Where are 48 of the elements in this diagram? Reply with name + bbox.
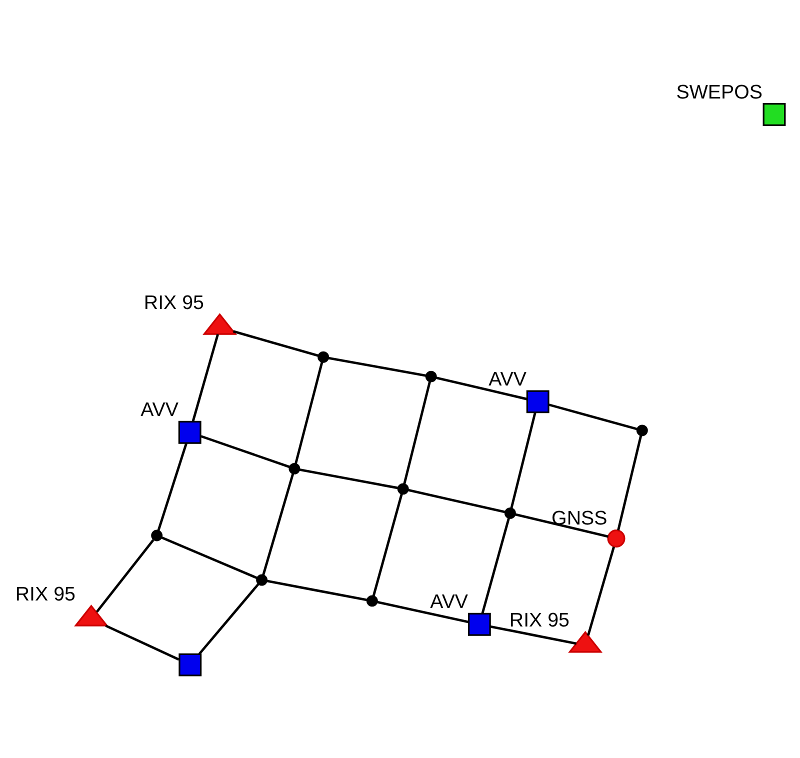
node-box <box>762 103 786 126</box>
node-box <box>178 653 202 676</box>
node-circle <box>256 574 268 586</box>
connector <box>232 330 319 357</box>
node-label: RIX 95 <box>15 583 76 606</box>
connector <box>403 381 431 484</box>
node-label: AVV <box>430 591 468 614</box>
connector <box>515 513 608 538</box>
connector <box>617 435 642 531</box>
connector <box>328 356 426 377</box>
connector <box>587 546 616 636</box>
connector <box>105 624 180 661</box>
node-box <box>468 612 491 636</box>
node-circle <box>397 483 409 495</box>
node-label: AVV <box>140 399 178 422</box>
node-circle <box>636 424 648 436</box>
node-box <box>178 420 202 444</box>
node-circle <box>425 370 437 382</box>
connector <box>510 412 536 509</box>
connector <box>548 404 638 430</box>
node-circle <box>318 351 330 363</box>
connector <box>200 435 290 468</box>
node-circle <box>288 462 300 474</box>
connector <box>266 580 368 602</box>
connector <box>481 518 510 614</box>
connector <box>294 362 324 464</box>
node-circle <box>607 529 626 548</box>
connector <box>436 376 528 400</box>
connector <box>408 488 506 514</box>
connector <box>377 600 469 624</box>
connector <box>161 536 258 580</box>
node-label: AVV <box>488 368 526 390</box>
connector <box>372 493 403 596</box>
connector <box>299 468 398 490</box>
connector <box>262 473 294 576</box>
node-circle <box>366 595 378 607</box>
node-label: GNSS <box>552 508 608 530</box>
connector <box>198 583 260 655</box>
node-label: RIX 95 <box>144 292 204 314</box>
connector <box>157 443 188 531</box>
connector <box>96 539 154 613</box>
connector <box>192 334 219 422</box>
connector <box>490 625 577 645</box>
node-circle <box>151 530 163 542</box>
node-label: RIX 95 <box>509 610 570 632</box>
node-box <box>526 390 550 414</box>
node-circle <box>504 507 516 519</box>
node-label: SWEPOS <box>676 81 762 104</box>
